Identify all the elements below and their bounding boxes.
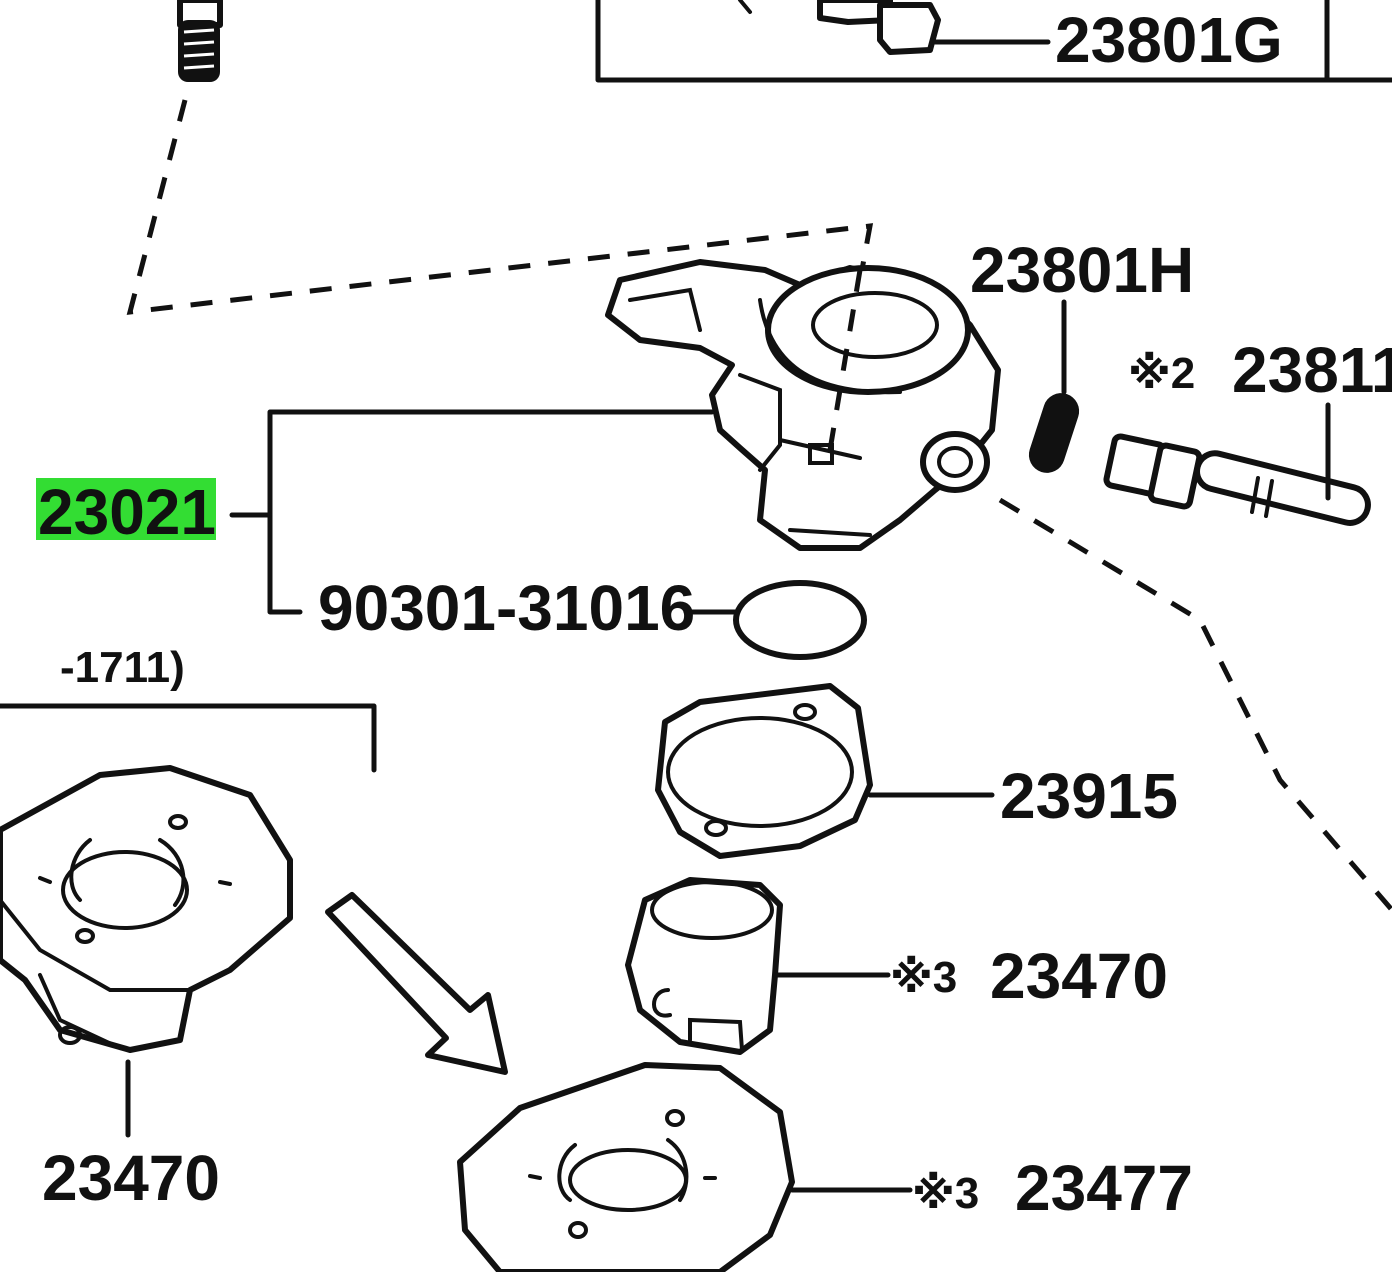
part-23021-housing [605,259,1001,551]
label-23021[interactable]: 23021 [38,476,216,548]
part-90301-oring [683,580,867,660]
part-23915-gasket [655,683,995,859]
direction-arrow [325,892,508,1075]
part-23470-insulator-left [0,765,293,1138]
frame-box-top [595,0,1392,83]
label-23470-mark: ※3 [890,953,957,1002]
part-23470-insulator-right [625,877,891,1055]
label-23801h[interactable]: 23801H [970,234,1194,306]
part-23811-fitting [1103,402,1371,526]
label-23470-left[interactable]: 23470 [42,1142,220,1214]
part-number-highlight [36,478,216,540]
label-90301-31016[interactable]: 90301-31016 [318,572,695,644]
label-23477[interactable]: 23477 [1015,1152,1193,1224]
guide-line-right [998,497,1392,912]
part-23801h-seal [1028,299,1080,473]
label-23811[interactable]: 23811 [1232,334,1392,406]
bolt-23801g [738,0,1051,55]
label-23477-mark: ※3 [912,1169,979,1218]
bracket-left [0,703,377,773]
bracket-23021 [229,409,715,615]
label-23811-mark: ※2 [1128,349,1195,398]
part-23477-plate [457,1062,913,1272]
label-range-note: -1711) [60,643,185,692]
label-23470-right[interactable]: 23470 [990,940,1168,1012]
label-23801g[interactable]: 23801G [1055,4,1283,76]
bolt-top-left [177,0,223,82]
label-23915[interactable]: 23915 [1000,760,1178,832]
